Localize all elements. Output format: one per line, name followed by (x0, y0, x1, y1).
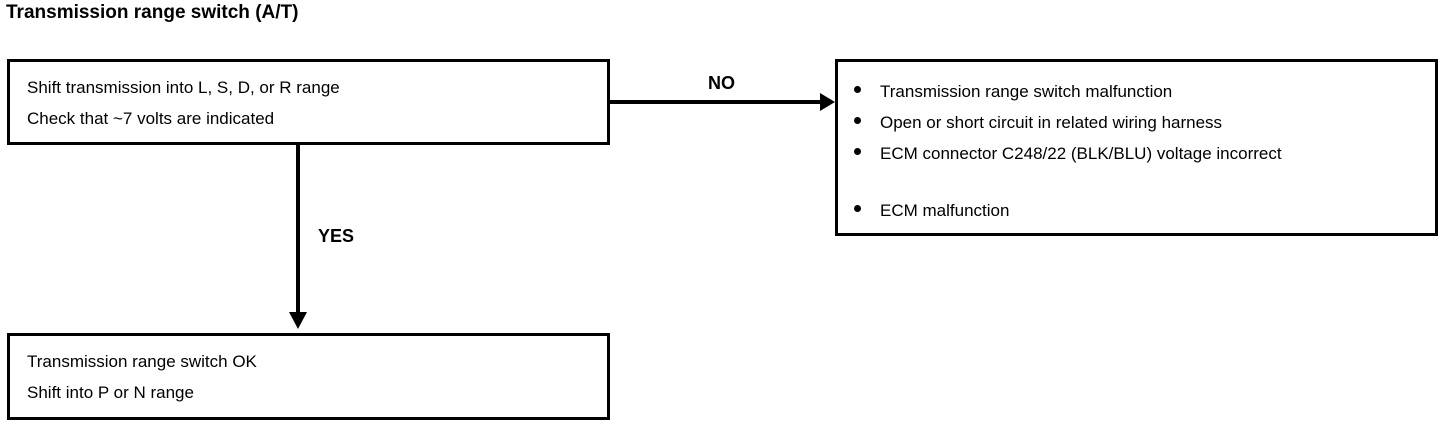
yes-branch-label: YES (318, 226, 355, 246)
arrow-right-icon (820, 93, 835, 111)
test-step-line-1: Shift transmission into L, S, D, or R ra… (27, 78, 340, 97)
bullet-icon (854, 117, 861, 124)
pass-result-line-2: Shift into P or N range (27, 383, 194, 402)
arrow-down-icon (289, 312, 307, 329)
bullet-icon (854, 148, 861, 155)
bullet-icon (854, 205, 861, 212)
test-step-line-2: Check that ~7 volts are indicated (27, 109, 275, 128)
no-branch-connector (610, 100, 822, 104)
failure-causes-box: Transmission range switch malfunction Op… (835, 59, 1438, 236)
no-branch-label: NO (708, 73, 735, 93)
list-item: Transmission range switch malfunction (854, 83, 1172, 100)
pass-result-box: Transmission range switch OK Shift into … (7, 333, 610, 420)
list-item: ECM malfunction (854, 202, 1009, 219)
list-item: ECM connector C248/22 (BLK/BLU) voltage … (854, 145, 1282, 162)
failure-cause-text: ECM connector C248/22 (BLK/BLU) voltage … (880, 144, 1282, 163)
bullet-icon (854, 86, 861, 93)
pass-result-line-1: Transmission range switch OK (27, 352, 257, 371)
failure-cause-text: Open or short circuit in related wiring … (880, 113, 1223, 132)
failure-cause-text: Transmission range switch malfunction (880, 82, 1173, 101)
yes-branch-connector (296, 145, 300, 317)
page-title: Transmission range switch (A/T) (6, 2, 299, 23)
failure-cause-text: ECM malfunction (880, 201, 1010, 220)
test-step-box: Shift transmission into L, S, D, or R ra… (7, 59, 610, 145)
list-item: Open or short circuit in related wiring … (854, 114, 1222, 131)
